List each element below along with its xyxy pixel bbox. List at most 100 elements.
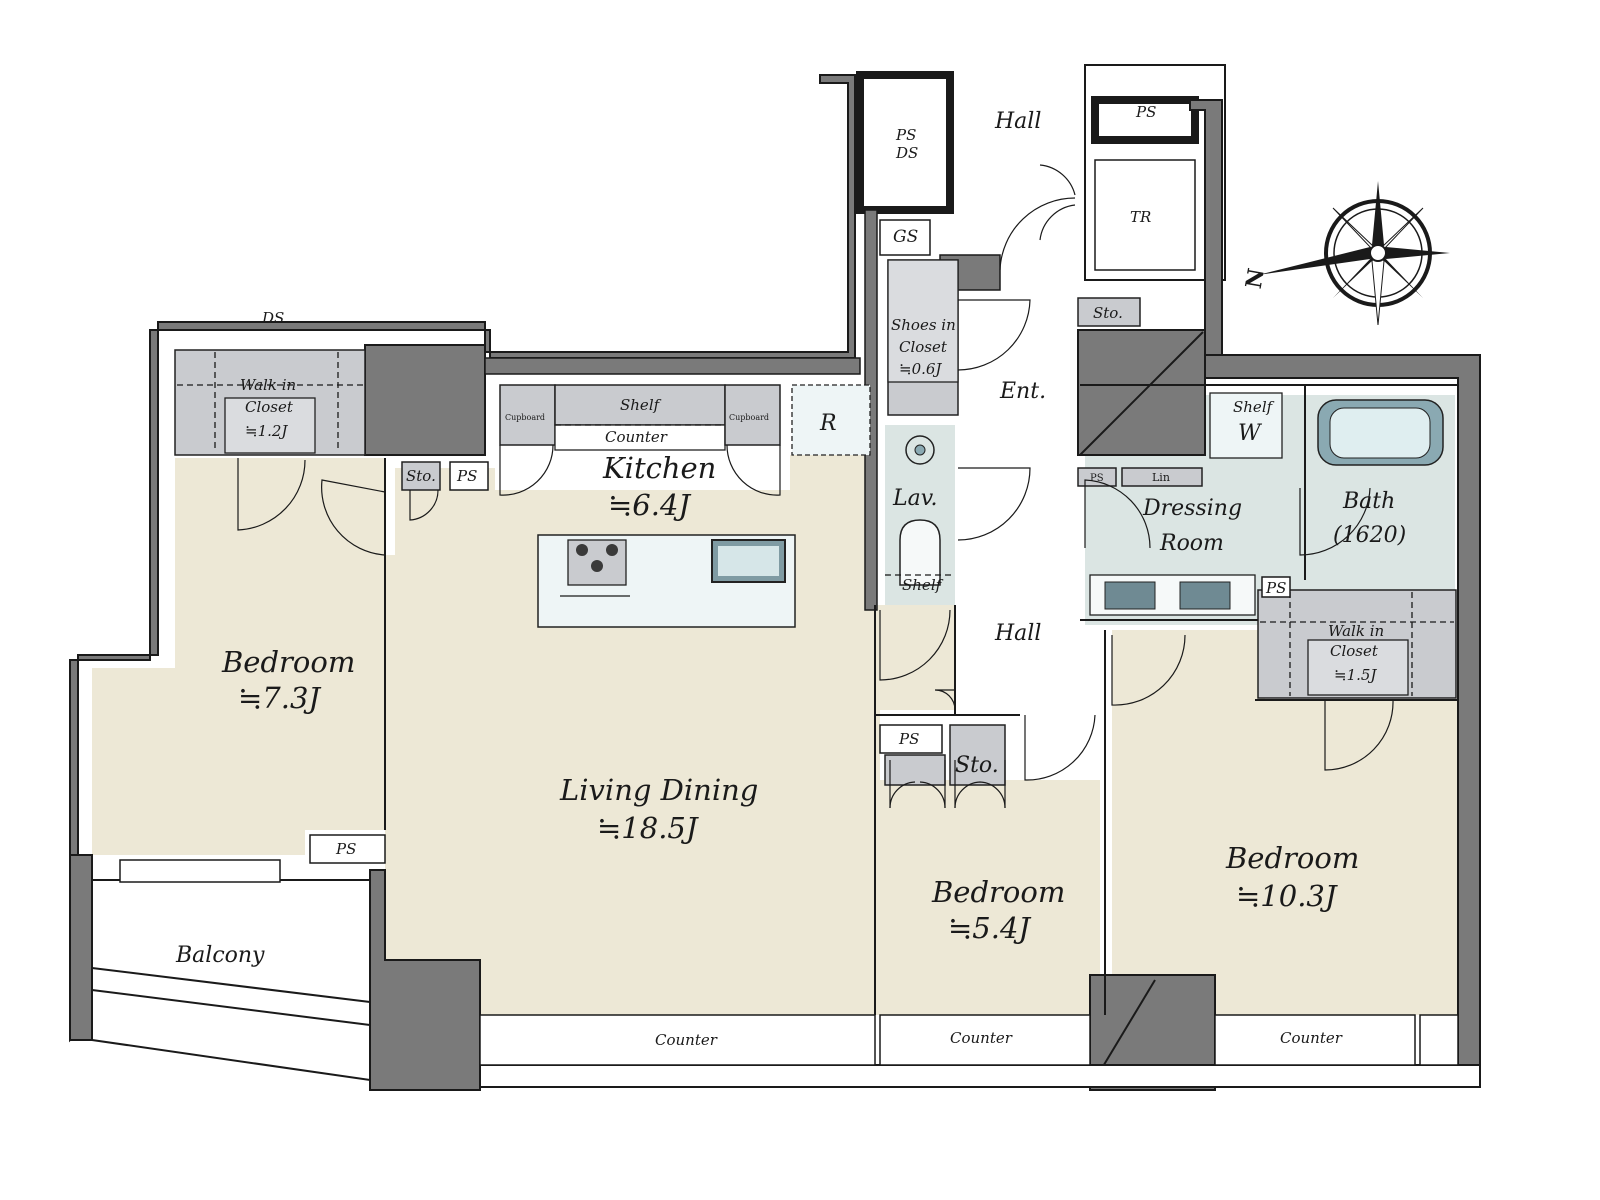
door-storage-west <box>409 489 439 521</box>
label-counter-mid: Counter <box>950 1029 1013 1047</box>
counter-living <box>479 1014 876 1066</box>
label-ps-dress: PS <box>1090 473 1104 484</box>
label-wic-east-2: Closet <box>1330 642 1379 660</box>
kitchen-counter <box>554 424 726 451</box>
label-shoes-1: Shoes in <box>891 316 956 334</box>
labels: Hall Hall Ent. Kitchen ≒6.4J Living Dini… <box>175 103 1406 1049</box>
label-bath-size: (1620) <box>1333 523 1406 548</box>
label-ps-west-low: PS <box>335 840 356 858</box>
label-bedroom-east: Bedroom <box>1225 841 1359 875</box>
label-counter-kitchen: Counter <box>605 428 668 446</box>
svg-text:Walk in: Walk in <box>240 376 296 394</box>
label-tr: TR <box>1130 208 1151 226</box>
shaft-east <box>1084 64 1226 281</box>
label-dressing-1: Dressing <box>1142 496 1242 521</box>
wall-west <box>69 74 856 1043</box>
label-living-dining-area: ≒18.5J <box>597 811 699 845</box>
label-ps-ds-1: PS <box>895 126 916 144</box>
label-bedroom-east-area: ≒10.3J <box>1236 879 1338 913</box>
door-shoes <box>957 299 1031 371</box>
label-ps-west: PS <box>456 467 477 485</box>
label-wic-east-area: ≒1.5J <box>1334 666 1377 684</box>
balcony-area <box>91 879 371 1082</box>
label-shoes-area: ≒0.6J <box>899 360 942 378</box>
label-kitchen-area: ≒6.4J <box>608 488 691 522</box>
label-balcony: Balcony <box>175 943 265 968</box>
label-ps-bath: PS <box>1265 579 1286 597</box>
doors <box>237 164 1394 809</box>
label-shelf-w-1: Shelf <box>1233 398 1275 416</box>
cupboard-left <box>499 384 556 446</box>
label-lavatory: Lav. <box>892 486 938 511</box>
gas-meter-box <box>879 219 931 256</box>
label-bedroom-west: Bedroom <box>221 645 355 679</box>
wall-balcony-west <box>69 854 93 1041</box>
closet-mid-left <box>884 754 946 786</box>
toilet <box>899 519 941 586</box>
label-counter-east: Counter <box>1280 1029 1343 1047</box>
label-bath: Bath <box>1342 489 1395 514</box>
shaft-ps-top-right <box>1091 96 1199 144</box>
door-dressing <box>1084 479 1151 549</box>
label-bedroom-mid: Bedroom <box>931 875 1065 909</box>
pipe-space-bath <box>1261 576 1291 598</box>
storage-mid <box>949 724 1006 786</box>
door-ld-hall <box>879 609 951 681</box>
washer-space <box>1209 392 1283 459</box>
bedroom-west-floor <box>92 458 385 855</box>
door-cupboard-right <box>726 444 781 496</box>
label-hall-mid: Hall <box>994 621 1041 646</box>
shaft-ps-ds <box>856 71 954 214</box>
label-sto-ent: Sto. <box>1093 304 1123 322</box>
core-diagonal <box>1079 331 1204 456</box>
label-living-dining: Living Dining <box>559 773 758 807</box>
label-hall-top: Hall <box>994 109 1041 134</box>
label-sto-mid: Sto. <box>955 753 999 778</box>
label-shelf-kitchen: Shelf <box>620 396 662 414</box>
label-shelf-lav: Shelf <box>902 576 944 594</box>
label-entrance: Ent. <box>999 379 1046 404</box>
label-bedroom-mid-area: ≒5.4J <box>948 911 1031 945</box>
pipe-space-west-low <box>309 834 386 864</box>
label-kitchen: Kitchen <box>602 451 716 485</box>
pipe-space-mid <box>879 724 943 754</box>
label-wic-west-2: Closet <box>245 398 294 416</box>
label-lin: Lin <box>1152 471 1170 484</box>
label-bedroom-west-area: ≒7.3J <box>238 681 321 715</box>
column-south-west <box>369 869 481 1091</box>
door-wic-east <box>1324 699 1394 771</box>
label-ds-top: DS <box>261 309 284 327</box>
counter-bedroom-east <box>1214 1014 1416 1066</box>
label-ps-mid: PS <box>898 730 919 748</box>
pipe-space-west <box>449 461 489 491</box>
pipe-space-dressing <box>1077 467 1117 487</box>
storage <box>91 159 1459 1082</box>
compass-north-label: N <box>1241 266 1270 290</box>
label-dressing-2: Room <box>1159 531 1224 556</box>
cupboard-right <box>724 384 781 446</box>
wall-south <box>479 1064 1481 1088</box>
storage-entrance <box>1077 297 1141 327</box>
label-cupboard-left: Cupboard <box>505 413 545 422</box>
partitions <box>384 384 1458 1015</box>
door-bedroom-mid <box>1024 714 1096 781</box>
door-wic-west <box>237 458 306 531</box>
label-shelf-w-2: W <box>1238 421 1263 446</box>
label-refrigerator: R <box>819 411 837 436</box>
linen-shelf <box>1121 467 1203 487</box>
label-cupboard-right: Cupboard <box>729 413 769 422</box>
refrigerator-space <box>791 384 871 456</box>
door-front-entry <box>999 164 1076 271</box>
label-wic-west-area: ≒1.2J <box>245 422 288 440</box>
door-bath <box>1299 487 1371 556</box>
living-dining-floor <box>385 455 955 1015</box>
label-shoes-2: Closet <box>899 338 948 356</box>
compass-rose <box>1258 181 1450 326</box>
kitchen-appliances <box>560 539 786 597</box>
counter-bedroom-mid <box>879 1014 1091 1066</box>
storage-west <box>401 461 441 491</box>
walls <box>69 64 1481 1091</box>
trunk-room <box>1094 159 1196 271</box>
label-wic-east-1: Walk in <box>1328 622 1384 640</box>
balcony-door <box>119 859 281 883</box>
